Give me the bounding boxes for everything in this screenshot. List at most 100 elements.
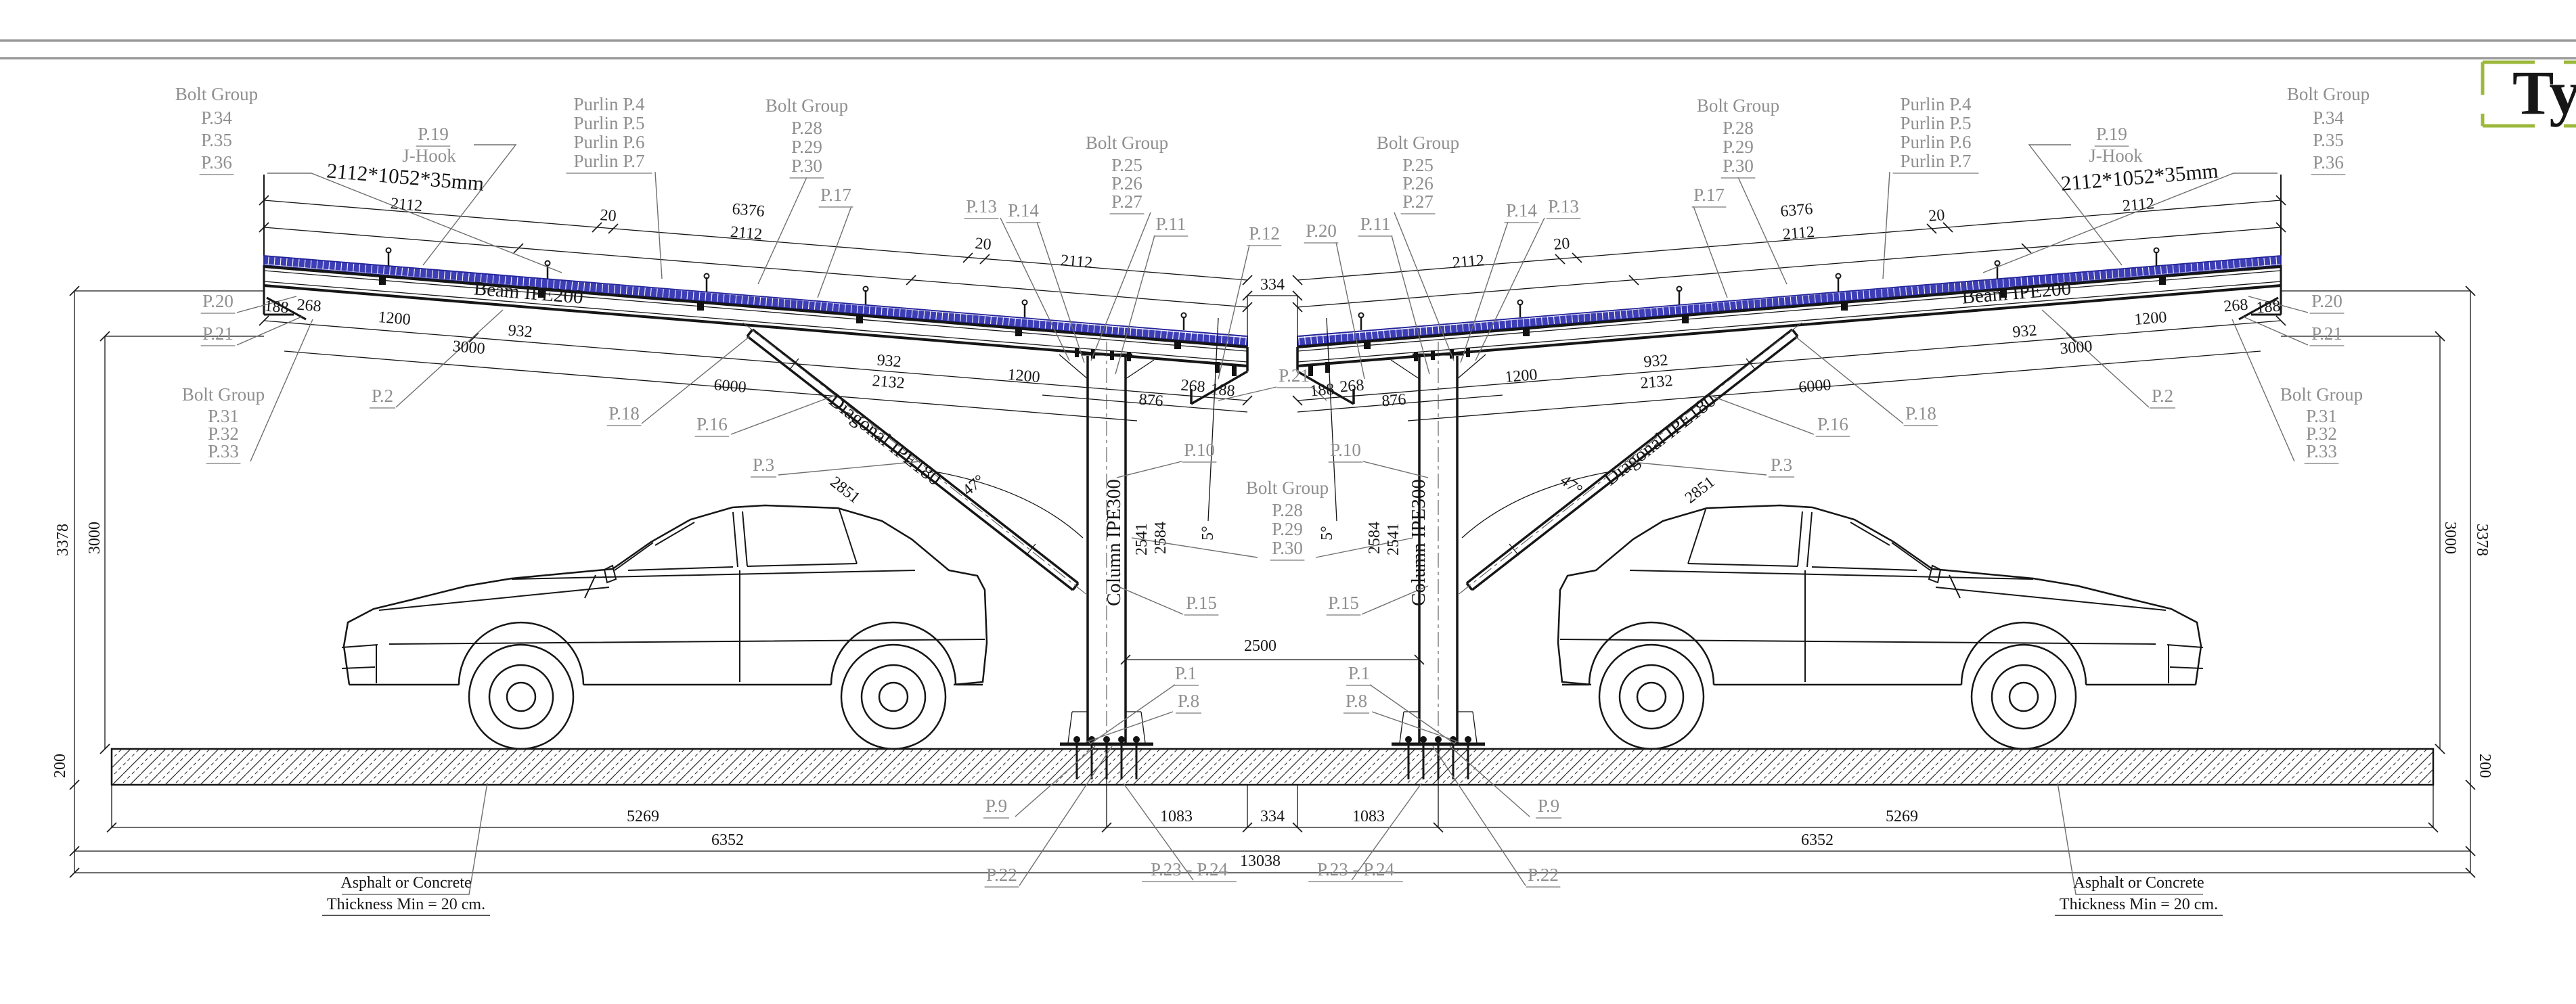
label-p21eL: P.21 <box>202 323 234 344</box>
label-bg31R-1: P.31 <box>2306 406 2337 426</box>
label-purlR-1: Purlin P.4 <box>1900 94 1972 114</box>
ld-bg28R <box>1737 177 1787 285</box>
label-bg25R-2: P.26 <box>1402 173 1434 193</box>
label-colL: Column IPE300 <box>1103 479 1125 606</box>
label-d932aR: 932 <box>2012 322 2037 342</box>
label-bgcC-1: P.28 <box>1272 500 1303 520</box>
ld-p22R <box>1432 746 1526 886</box>
label-p2324R: P.23 - P.24 <box>1317 859 1395 880</box>
label-deg5L: 5° <box>1199 526 1217 541</box>
sheet-title: Typ <box>2512 58 2576 127</box>
ld-p16L <box>730 395 835 435</box>
label-purlL-4: Purlin P.7 <box>573 151 644 171</box>
ld-p19R <box>2028 144 2123 266</box>
label-bg28R-3: P.30 <box>1723 156 1754 176</box>
ld-p12C <box>1218 244 1250 380</box>
label-d1200bL: 1200 <box>1007 366 1041 386</box>
label-d6352R: 6352 <box>1801 831 1834 849</box>
label-purlL-3: Purlin P.6 <box>573 132 644 152</box>
ld-p10L <box>1116 461 1182 478</box>
label-p17L: P.17 <box>820 185 851 205</box>
label-bg31L-3: P.33 <box>208 441 239 461</box>
ld-p21eR <box>2242 316 2309 346</box>
label-d2112bL: 2112 <box>730 223 763 244</box>
label-jhookR: J-Hook <box>2089 145 2143 166</box>
ld-p10R <box>1362 461 1429 478</box>
ld-p3R <box>1624 461 1767 476</box>
title-box: Typ <box>2481 58 2576 128</box>
label-p2324L: P.23 - P.24 <box>1151 859 1228 880</box>
label-bg31L-2: P.32 <box>208 424 239 444</box>
label-p19L: P.19 <box>418 124 449 144</box>
ld-bg31R <box>2231 319 2295 462</box>
label-bg28L-3: P.30 <box>791 156 822 176</box>
label-p3R: P.3 <box>1771 455 1792 475</box>
label-d6000R: 6000 <box>1798 376 1831 396</box>
ld-p20eR <box>2248 296 2309 313</box>
label-noteR1: Asphalt or Concrete <box>2073 874 2204 892</box>
label-bgcC-2: P.29 <box>1272 519 1303 539</box>
label-bg34L-1: P.34 <box>201 108 232 128</box>
ld-p9R <box>1449 746 1530 817</box>
label-d188bR: 188 <box>1309 381 1335 401</box>
label-d3000vR: 3000 <box>2441 522 2459 554</box>
ld-p11R <box>1391 235 1430 375</box>
label-d200R: 200 <box>2476 754 2493 778</box>
label-bg34R-2: P.35 <box>2313 130 2344 150</box>
label-p22R: P.22 <box>1528 865 1559 885</box>
ld-p21eL <box>236 316 303 346</box>
label-p17R: P.17 <box>1693 185 1725 205</box>
label-p15L: P.15 <box>1186 593 1217 613</box>
purlin-clips <box>379 247 1187 349</box>
label-d2500: 2500 <box>1244 637 1276 655</box>
label-d932bL: 932 <box>876 352 902 371</box>
label-d876R: 876 <box>1381 391 1406 411</box>
label-p18L: P.18 <box>608 403 640 424</box>
ground-slab <box>110 748 2435 786</box>
ld-bg31L <box>250 319 313 462</box>
label-d268aR: 268 <box>2223 296 2248 316</box>
label-d334b: 334 <box>1260 808 1285 825</box>
label-p19R: P.19 <box>2096 124 2127 144</box>
label-p22L: P.22 <box>986 865 1017 885</box>
label-bgcC-h: Bolt Group <box>1246 478 1329 498</box>
label-d3000aL: 3000 <box>452 338 486 358</box>
label-d20bL: 20 <box>975 235 992 254</box>
label-p21eR: P.21 <box>2311 323 2342 344</box>
label-d2851L: 2851 <box>826 473 863 507</box>
label-p8R: P.8 <box>1346 691 1367 711</box>
label-bg25L-1: P.25 <box>1111 155 1142 175</box>
label-d2112aR: 2112 <box>2122 195 2155 215</box>
label-p11L: P.11 <box>1156 214 1186 234</box>
label-bg34L-2: P.35 <box>201 130 232 150</box>
label-p13R: P.13 <box>1548 196 1579 216</box>
ld-p8R <box>1371 711 1460 743</box>
ld-bg34L <box>267 173 562 273</box>
ld-bg25L <box>1090 212 1151 361</box>
label-bg28L-1: P.28 <box>791 118 822 138</box>
label-d932bR: 932 <box>1643 352 1668 371</box>
label-d6376R: 6376 <box>1779 200 1813 221</box>
label-bg31R-3: P.33 <box>2306 441 2337 461</box>
label-p9L: P.9 <box>985 796 1007 816</box>
label-bg25L-h: Bolt Group <box>1086 133 1168 153</box>
ld-bg34R <box>1982 173 2278 273</box>
label-bg34R-h: Bolt Group <box>2287 84 2370 104</box>
label-d6000L: 6000 <box>713 376 747 396</box>
anchor-bolts <box>1073 736 1140 779</box>
label-p16R: P.16 <box>1817 414 1848 434</box>
label-p16L: P.16 <box>696 414 728 434</box>
label-p3L: P.3 <box>753 455 774 475</box>
ld-p15R <box>1361 585 1429 615</box>
label-diagL: Diagonal IPE180 <box>825 390 946 490</box>
sheet-top-rules <box>0 39 2576 60</box>
structure-half <box>69 175 1272 878</box>
label-d2112bR: 2112 <box>1782 223 1815 244</box>
label-p21C: P.21 <box>1279 365 1310 386</box>
label-noteR2: Thickness Min = 20 cm. <box>2060 896 2218 913</box>
label-d5269R: 5269 <box>1886 808 1918 825</box>
ld-p15L <box>1116 585 1184 615</box>
label-bg25R-1: P.25 <box>1402 155 1434 175</box>
label-p10R: P.10 <box>1330 440 1361 460</box>
label-jhookL: J-Hook <box>402 145 456 166</box>
